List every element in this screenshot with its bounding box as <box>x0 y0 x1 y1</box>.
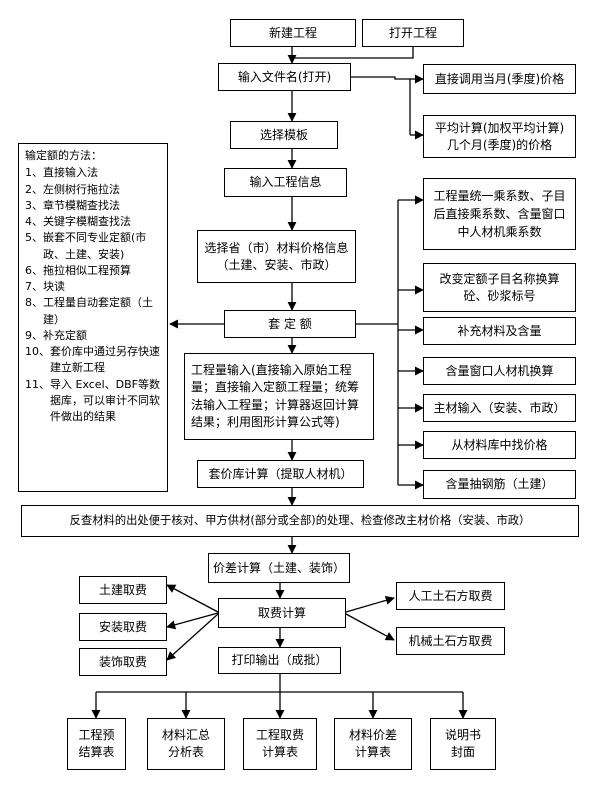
output-manual-box: 说明书 封面 <box>430 718 496 770</box>
price-option-bracket <box>351 76 410 80</box>
quota-coef-box: 工程量统一乘系数、子目后直接乘系数、含量窗口中人材机乘系数 <box>423 178 576 250</box>
output-budget-box: 工程预 结算表 <box>67 718 126 770</box>
quota-method-item: 11、导入 Excel、DBF等数据库，可以审计不同软件做出的结果 <box>25 377 160 424</box>
input-filename-box: 输入文件名(打开) <box>218 63 351 91</box>
output-manual-label: 说明书 封面 <box>444 728 481 759</box>
output-fee-table-label: 工程取费 计算表 <box>255 728 304 759</box>
arrow-open-to-input <box>292 47 414 59</box>
print-output-label: 打印输出（成批） <box>231 653 328 668</box>
arrow-fee-to-machine-earth <box>345 613 395 641</box>
quota-content-window-label: 含量窗口人材机换算 <box>445 363 554 378</box>
price-average-label: 平均计算(加权平均计算) 几个月(季度)的价格 <box>434 120 565 152</box>
quota-methods-title: 输定额的方法： <box>25 149 102 162</box>
quota-rename-box: 改变定额子目名称换算砼、砂浆标号 <box>423 263 576 312</box>
fee-civil-label: 土建取费 <box>98 582 147 597</box>
quota-method-item: 8、工程量自动套定额（土建） <box>25 296 153 326</box>
reverse-check-label: 反查材料的出处便于核对、甲方供材(部分或全部)的处理、检查修改主材价格（安装、市… <box>69 514 531 528</box>
open-project-label: 打开工程 <box>388 25 437 40</box>
price-diff-calc-box: 价差计算（土建、装饰） <box>208 553 350 583</box>
price-info-box: 选择省（市）材料价格信息 （土建、安装、市政） <box>197 230 356 283</box>
output-material-summary-box: 材料汇总 分析表 <box>147 718 225 770</box>
quota-supplement-box: 补充材料及含量 <box>423 317 576 345</box>
quota-method-item: 1、直接输入法 <box>25 166 98 180</box>
fee-manual-earth-label: 人工土石方取费 <box>408 588 493 603</box>
quota-rebar-label: 含量抽钢筋（土建） <box>445 477 554 492</box>
price-current-month-label: 直接调用当月(季度)价格 <box>434 71 565 86</box>
quota-method-item: 5、嵌套不同专业定额(市政、土建、安装) <box>25 231 147 261</box>
select-template-box: 选择模板 <box>230 121 338 149</box>
input-filename-label: 输入文件名(打开) <box>237 69 332 84</box>
fee-install-box: 安装取费 <box>79 613 167 641</box>
quota-method-item: 6、拖拉相似工程预算 <box>25 263 131 277</box>
quota-supplement-label: 补充材料及含量 <box>457 323 542 338</box>
output-budget-label: 工程预 结算表 <box>78 728 115 759</box>
output-price-diff-label: 材料价差 计算表 <box>348 728 397 759</box>
quota-method-item: 9、补充定额 <box>25 328 87 342</box>
quota-lib-price-label: 从材料库中找价格 <box>451 437 548 452</box>
apply-quota-box: 套 定 额 <box>224 310 356 338</box>
fee-decoration-box: 装饰取费 <box>79 648 167 676</box>
price-lib-calc-label: 套价库计算（提取人材机） <box>208 466 353 481</box>
price-diff-calc-label: 价差计算（土建、装饰） <box>213 560 346 575</box>
fee-decoration-label: 装饰取费 <box>98 654 147 669</box>
quota-rename-label: 改变定额子目名称换算砼、砂浆标号 <box>439 271 560 303</box>
quota-rebar-box: 含量抽钢筋（土建） <box>423 470 576 499</box>
quota-methods-list: 1、直接输入法 2、左侧树行拖拉法 3、章节模糊查找法 4、关键字模糊查找法 5… <box>25 165 161 425</box>
price-average-box: 平均计算(加权平均计算) 几个月(季度)的价格 <box>423 115 576 158</box>
quota-lib-price-box: 从材料库中找价格 <box>423 431 576 459</box>
fee-manual-earth-box: 人工土石方取费 <box>396 582 505 610</box>
quantity-input-label: 工程量输入(直接输入原始工程量；直接输入定额工程量；统筹法输入工程量；计算器返回… <box>191 362 360 429</box>
quota-main-material-box: 主材输入（安装、市政） <box>423 394 576 422</box>
output-price-diff-box: 材料价差 计算表 <box>334 718 412 770</box>
fee-calc-box: 取费计算 <box>218 598 346 628</box>
arrow-fee-to-install <box>166 612 219 630</box>
price-lib-calc-box: 套价库计算（提取人材机） <box>197 460 364 488</box>
reverse-check-box: 反查材料的出处便于核对、甲方供材(部分或全部)的处理、检查修改主材价格（安装、市… <box>21 505 579 537</box>
select-template-label: 选择模板 <box>259 127 308 142</box>
quota-method-item: 10、套价库中通过另存快速建立新工程 <box>25 345 160 375</box>
arrow-fee-to-civil <box>166 584 219 613</box>
fee-calc-label: 取费计算 <box>257 605 306 620</box>
open-project-box: 打开工程 <box>362 19 464 47</box>
quota-methods-panel: 输定额的方法： 1、直接输入法 2、左侧树行拖拉法 3、章节模糊查找法 4、关键… <box>18 143 168 492</box>
quota-method-item: 2、左侧树行拖拉法 <box>25 182 120 196</box>
quota-content-window-box: 含量窗口人材机换算 <box>423 357 576 385</box>
fee-machine-earth-label: 机械土石方取费 <box>408 633 493 648</box>
input-project-info-box: 输入工程信息 <box>224 168 347 197</box>
fee-install-label: 安装取费 <box>98 619 147 634</box>
quantity-input-box: 工程量输入(直接输入原始工程量；直接输入定额工程量；统筹法输入工程量；计算器返回… <box>184 353 374 440</box>
input-project-info-label: 输入工程信息 <box>249 175 322 190</box>
arrow-fee-to-manual-earth <box>345 595 395 613</box>
quota-coef-label: 工程量统一乘系数、子目后直接乘系数、含量窗口中人材机乘系数 <box>433 189 566 239</box>
output-material-summary-label: 材料汇总 分析表 <box>161 728 210 759</box>
quota-method-item: 3、章节模糊查找法 <box>25 198 120 212</box>
print-output-box: 打印输出（成批） <box>218 647 341 674</box>
price-current-month-box: 直接调用当月(季度)价格 <box>423 64 576 94</box>
new-project-label: 新建工程 <box>268 25 317 40</box>
fee-civil-box: 土建取费 <box>79 576 167 604</box>
quota-main-material-label: 主材输入（安装、市政） <box>433 400 566 415</box>
quota-method-item: 7、块读 <box>25 280 65 294</box>
quota-method-item: 4、关键字模糊查找法 <box>25 215 131 229</box>
arrow-fee-to-decoration <box>166 613 219 661</box>
apply-quota-label: 套 定 额 <box>268 316 312 331</box>
fee-machine-earth-box: 机械土石方取费 <box>396 627 505 655</box>
new-project-box: 新建工程 <box>230 19 356 47</box>
price-info-label: 选择省（市）材料价格信息 （土建、安装、市政） <box>204 240 349 272</box>
output-fee-table-box: 工程取费 计算表 <box>243 718 317 770</box>
